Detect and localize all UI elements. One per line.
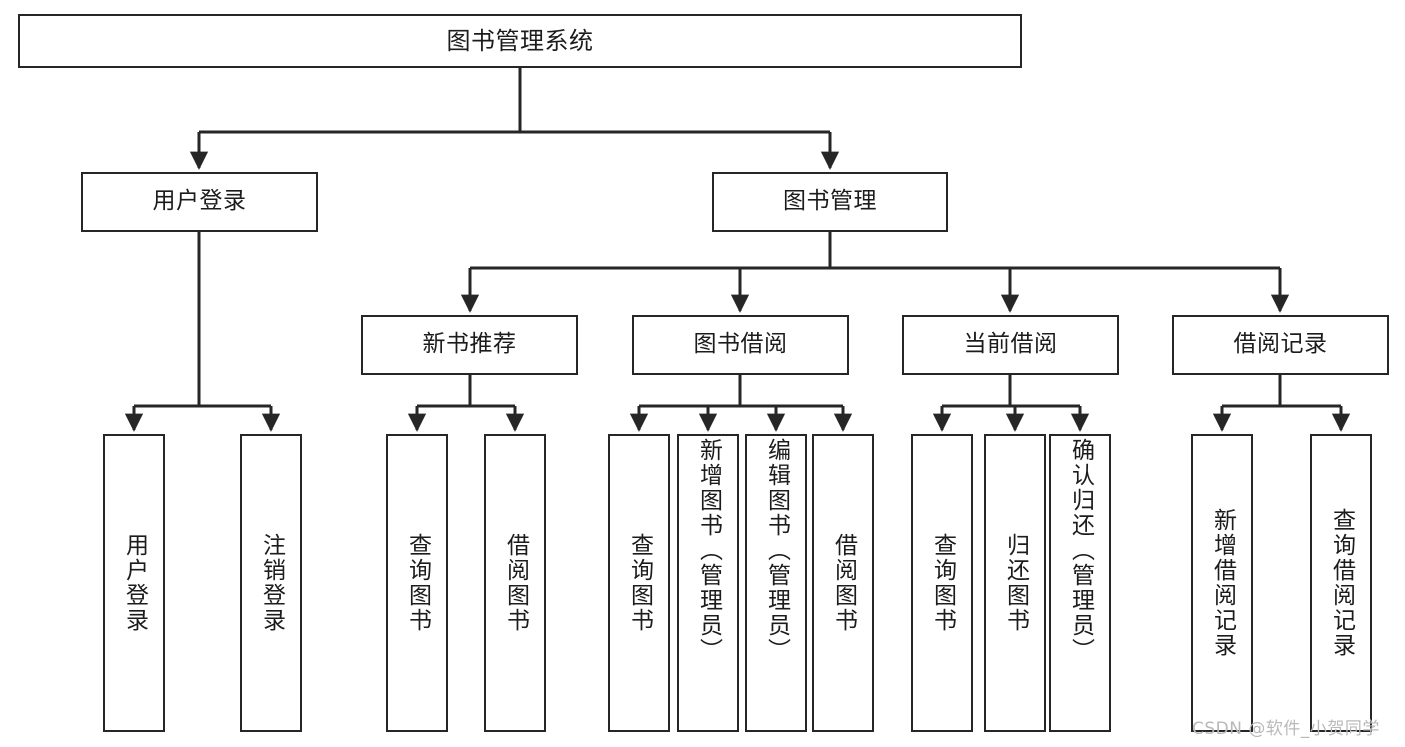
node-leaf-borrow-book-2[interactable]: 借阅图书: [812, 434, 874, 732]
node-leaf-edit-book[interactable]: 编辑图书（管理员）: [745, 434, 807, 732]
node-root-label: 图书管理系统: [446, 26, 594, 55]
node-borrow-record-label: 借阅记录: [1233, 331, 1328, 358]
node-new-book-recommend-label: 新书推荐: [422, 331, 517, 358]
node-leaf-query-record-label: 查询借阅记录: [1328, 508, 1355, 658]
node-leaf-borrow-book-2-label: 借阅图书: [830, 533, 857, 633]
node-book-borrow[interactable]: 图书借阅: [632, 315, 849, 375]
node-book-borrow-label: 图书借阅: [693, 331, 788, 358]
node-leaf-query-record[interactable]: 查询借阅记录: [1310, 434, 1372, 732]
node-user-login[interactable]: 用户登录: [81, 172, 318, 232]
node-root[interactable]: 图书管理系统: [18, 14, 1022, 68]
node-borrow-record[interactable]: 借阅记录: [1172, 315, 1389, 375]
node-leaf-add-record[interactable]: 新增借阅记录: [1191, 434, 1253, 732]
node-leaf-query-book-3-label: 查询图书: [929, 533, 956, 633]
node-current-borrow-label: 当前借阅: [963, 331, 1058, 358]
node-leaf-confirm-return-label: 确认归还（管理员）: [1067, 438, 1094, 663]
node-new-book-recommend[interactable]: 新书推荐: [361, 315, 578, 375]
node-leaf-user-login-label: 用户登录: [121, 533, 148, 633]
node-leaf-user-logout-label: 注销登录: [258, 533, 285, 633]
node-leaf-borrow-book-1[interactable]: 借阅图书: [484, 434, 546, 732]
node-leaf-confirm-return[interactable]: 确认归还（管理员）: [1049, 434, 1111, 732]
node-leaf-user-logout[interactable]: 注销登录: [240, 434, 302, 732]
node-leaf-add-book[interactable]: 新增图书（管理员）: [677, 434, 739, 732]
node-leaf-add-book-label: 新增图书（管理员）: [695, 438, 722, 663]
csdn-watermark: CSDN @软件_小贺同学: [1192, 719, 1380, 739]
node-book-manage-label: 图书管理: [783, 188, 877, 215]
node-book-manage[interactable]: 图书管理: [712, 172, 948, 232]
node-leaf-query-book-2[interactable]: 查询图书: [608, 434, 670, 732]
node-leaf-query-book-2-label: 查询图书: [626, 533, 653, 633]
node-leaf-edit-book-label: 编辑图书（管理员）: [763, 438, 790, 663]
node-leaf-return-book[interactable]: 归还图书: [984, 434, 1046, 732]
node-user-login-label: 用户登录: [152, 188, 247, 215]
node-leaf-add-record-label: 新增借阅记录: [1209, 508, 1236, 658]
node-leaf-query-book-1[interactable]: 查询图书: [386, 434, 448, 732]
node-leaf-query-book-1-label: 查询图书: [404, 533, 431, 633]
node-leaf-return-book-label: 归还图书: [1002, 533, 1029, 633]
node-leaf-user-login[interactable]: 用户登录: [103, 434, 165, 732]
node-current-borrow[interactable]: 当前借阅: [902, 315, 1119, 375]
node-leaf-query-book-3[interactable]: 查询图书: [911, 434, 973, 732]
node-leaf-borrow-book-1-label: 借阅图书: [502, 533, 529, 633]
